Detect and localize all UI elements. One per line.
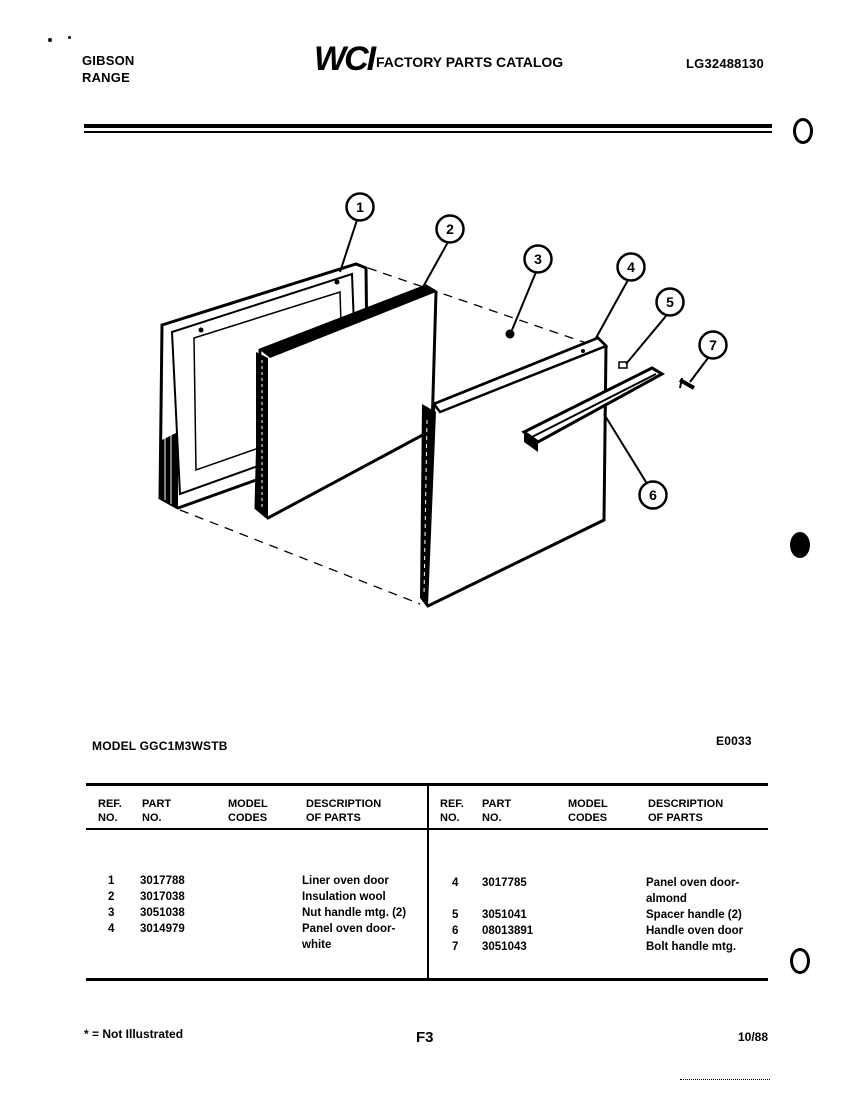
row-description: Panel oven door- <box>646 877 740 889</box>
row-ref: 2 <box>108 891 115 903</box>
exploded-diagram: 1 2 3 4 5 6 7 <box>158 192 728 608</box>
row-description-cont: white <box>302 939 332 951</box>
callout-4: 4 <box>616 252 646 282</box>
bottom-speckle <box>680 1079 770 1080</box>
callout-2-label: 2 <box>446 221 454 237</box>
panel-oven-door-drawing <box>420 336 609 608</box>
punch-hole <box>790 532 810 558</box>
handle-drawing <box>521 366 666 452</box>
brand-name: GIBSON <box>82 53 135 68</box>
row-ref: 7 <box>452 941 459 953</box>
table-column-divider <box>427 786 429 980</box>
row-description: Panel oven door- <box>302 923 396 935</box>
footnote: * = Not Illustrated <box>84 1027 184 1041</box>
row-ref: 1 <box>108 875 115 887</box>
row-ref: 3 <box>108 907 115 919</box>
callout-2: 2 <box>435 214 465 244</box>
row-description-cont: almond <box>646 893 687 905</box>
product-type: RANGE <box>82 70 130 85</box>
catalog-number: LG32488130 <box>686 56 764 71</box>
insulation-wool-drawing <box>254 284 438 520</box>
speck-dot <box>48 38 52 42</box>
row-description: Spacer handle (2) <box>646 909 742 921</box>
callout-5-label: 5 <box>666 294 674 310</box>
callout-5: 5 <box>655 287 685 317</box>
row-part-no: 08013891 <box>482 925 534 937</box>
table-top-rule <box>86 783 768 786</box>
callout-7-label: 7 <box>709 337 717 353</box>
row-part-no: 3051038 <box>140 907 185 919</box>
row-description: Nut handle mtg. (2) <box>302 907 407 919</box>
callout-1: 1 <box>345 192 375 222</box>
spacer-drawing <box>618 361 628 369</box>
row-part-no: 3017038 <box>140 891 185 903</box>
model-label: MODEL GGC1M3WSTB <box>92 739 228 753</box>
header-rule-thin <box>84 131 772 133</box>
catalog-title: FACTORY PARTS CATALOG <box>376 54 564 70</box>
row-part-no: 3017788 <box>140 875 185 887</box>
row-ref: 5 <box>452 909 459 921</box>
row-part-no: 3051043 <box>482 941 527 953</box>
row-part-no: 3014979 <box>140 923 185 935</box>
diagram-code: E0033 <box>716 734 752 748</box>
bolt-drawing <box>679 377 695 390</box>
callout-1-label: 1 <box>356 199 364 215</box>
catalog-date: 10/88 <box>738 1030 769 1044</box>
wci-logo: WCI <box>314 40 376 78</box>
col-header-ref-no: REF.NO. <box>440 798 464 824</box>
callout-3-label: 3 <box>534 251 542 267</box>
speck-dot <box>68 36 71 39</box>
callout-6-label: 6 <box>649 487 657 503</box>
table-bottom-rule <box>86 978 768 981</box>
callout-7: 7 <box>698 330 728 360</box>
row-description: Handle oven door <box>646 925 744 937</box>
row-description: Insulation wool <box>302 891 386 903</box>
row-ref: 4 <box>452 877 459 889</box>
callout-4-label: 4 <box>627 259 635 275</box>
nut-drawing <box>505 329 515 339</box>
punch-hole <box>790 948 810 974</box>
col-header-ref-no: REF.NO. <box>98 798 122 824</box>
callout-3: 3 <box>523 244 553 274</box>
callout-6: 6 <box>638 480 668 510</box>
page-number: F3 <box>416 1029 434 1046</box>
row-description: Bolt handle mtg. <box>646 941 737 953</box>
row-ref: 4 <box>108 923 115 935</box>
row-ref: 6 <box>452 925 459 937</box>
header-rule <box>84 124 772 128</box>
row-part-no: 3017785 <box>482 877 527 889</box>
row-description: Liner oven door <box>302 875 389 887</box>
row-part-no: 3051041 <box>482 909 527 921</box>
punch-hole <box>793 118 813 144</box>
